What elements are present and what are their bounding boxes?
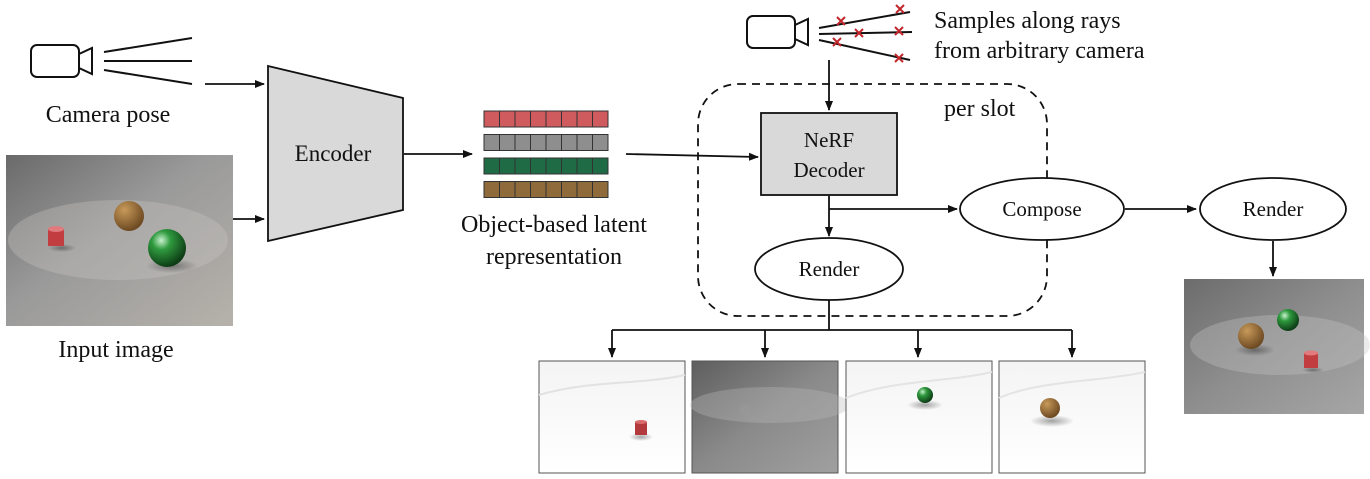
nerf-decoder-label-line1: NeRF — [804, 128, 854, 152]
sample-camera-icon — [746, 15, 809, 49]
latent-cell — [545, 181, 562, 198]
latent-cell — [514, 181, 531, 198]
input-image-label: Input image — [58, 337, 173, 363]
latent-cell — [483, 157, 500, 175]
arrow-latent-to-decoder — [625, 152, 759, 161]
latent-cell — [530, 110, 547, 128]
latent-cell — [530, 134, 547, 151]
slot-render-green-sphere — [845, 360, 993, 474]
nerf-decoder-label-line2: Decoder — [793, 158, 864, 182]
latent-cell — [514, 110, 531, 128]
latent-cell — [545, 110, 562, 128]
latent-slot-red — [483, 110, 609, 128]
latent-label-line1: Object-based latent — [461, 212, 647, 238]
latent-cell — [561, 110, 578, 128]
per-slot-label: per slot — [944, 96, 1016, 122]
latent-cell — [483, 110, 500, 128]
latent-cell — [530, 181, 547, 198]
latent-cell — [576, 157, 593, 175]
latent-cell — [499, 157, 516, 175]
compose-label: Compose — [1002, 197, 1081, 221]
latent-cell — [576, 110, 593, 128]
latent-cell — [592, 157, 609, 175]
latent-cell — [592, 110, 609, 128]
latent-slot-gray — [483, 134, 609, 151]
latent-cell — [530, 157, 547, 175]
encoder-block — [267, 64, 404, 243]
latent-cell — [592, 181, 609, 198]
samples-label-line1: Samples along rays — [934, 8, 1121, 34]
camera-pose-label: Camera pose — [46, 102, 171, 128]
render-final-label: Render — [1243, 197, 1304, 221]
slot-render-brown-sphere — [998, 360, 1146, 474]
latent-label-line2: representation — [486, 244, 622, 270]
encoder-label: Encoder — [295, 141, 372, 166]
latent-slot-green — [483, 157, 609, 175]
slot-render-background — [690, 360, 850, 474]
latent-cell — [576, 134, 593, 151]
latent-cell — [483, 134, 500, 151]
camera-pose-icon — [30, 37, 193, 85]
slot-render-red-cylinder — [538, 360, 686, 474]
ray-sample-markers — [832, 4, 905, 63]
latent-cell — [483, 181, 500, 198]
latent-cell — [561, 134, 578, 151]
latent-cell — [499, 134, 516, 151]
latent-cell — [561, 157, 578, 175]
render-final-node — [1199, 177, 1347, 241]
latent-cell — [499, 181, 516, 198]
latent-cell — [514, 157, 531, 175]
latent-cell — [545, 157, 562, 175]
render-slot-label: Render — [799, 257, 860, 281]
output-image — [1184, 279, 1370, 414]
latent-cell — [499, 110, 516, 128]
latent-cell — [576, 181, 593, 198]
nerf-decoder-block — [760, 112, 898, 196]
latent-cell — [592, 134, 609, 151]
sample-rays — [818, 11, 913, 61]
latent-cell — [514, 134, 531, 151]
latent-slot-brown — [483, 181, 609, 198]
latent-cell — [545, 134, 562, 151]
render-distribution-tree — [608, 300, 1076, 358]
samples-label-line2: from arbitrary camera — [934, 38, 1145, 64]
compose-node — [959, 177, 1125, 241]
latent-slots — [483, 110, 609, 198]
input-image — [6, 155, 233, 326]
latent-cell — [561, 181, 578, 198]
